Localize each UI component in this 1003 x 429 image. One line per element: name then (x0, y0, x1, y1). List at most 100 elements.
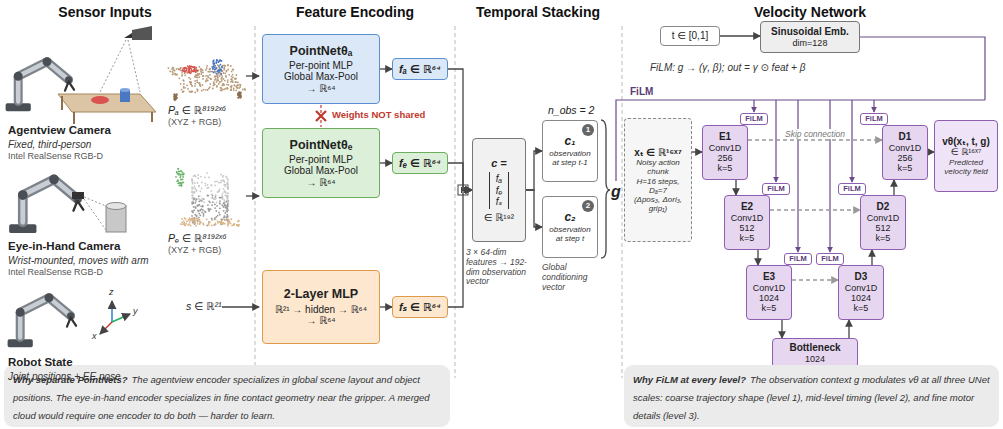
point-cloud-dot (180, 178, 182, 180)
point-cloud-dot (230, 81, 232, 83)
point-cloud-dot (205, 89, 207, 91)
point-cloud-dot (189, 66, 191, 68)
embedding-box: Sinusoidal Emb.dim=128 (760, 21, 860, 53)
point-cloud-dot (220, 68, 222, 70)
flow-arrow (448, 69, 472, 190)
stack-count: n_obs = 2 (548, 104, 594, 116)
point-cloud-dot (219, 59, 221, 61)
point-cloud-dot (201, 182, 203, 184)
point-cloud-dot (220, 174, 222, 176)
point-cloud-dot (230, 89, 232, 91)
point-cloud-dot (206, 67, 208, 69)
point-cloud-dot (213, 198, 215, 200)
point-cloud-dot (177, 173, 179, 175)
point-cloud-dot (203, 89, 205, 91)
point-cloud-dot (199, 84, 201, 86)
point-cloud-dot (190, 91, 192, 93)
node-text: c₂ (564, 211, 575, 225)
point-cloud-dot (192, 202, 194, 204)
point-cloud-dot (227, 198, 229, 200)
point-cloud-dot (177, 180, 179, 182)
point-cloud-dot (193, 206, 195, 208)
point-cloud-dot (198, 73, 200, 75)
point-cloud-dot (194, 187, 196, 189)
point-cloud-dot (221, 77, 223, 79)
point-cloud-dot (189, 221, 191, 223)
point-cloud-dot (209, 71, 211, 73)
point-cloud-dot (175, 97, 177, 99)
point-cloud-dot (194, 69, 196, 71)
point-cloud-dot (227, 203, 229, 205)
point-cloud-dot (176, 171, 178, 173)
point-cloud-dot (198, 82, 200, 84)
point-cloud-dot (183, 80, 185, 82)
point-cloud-dot (227, 69, 229, 71)
point-cloud-dot (215, 68, 217, 70)
point-cloud-dot (187, 72, 189, 74)
point-cloud-dot (199, 210, 201, 212)
point-cloud-dot (192, 219, 194, 221)
point-cloud-dot (240, 92, 242, 94)
point-cloud-dot (223, 69, 225, 71)
point-cloud-dot (238, 224, 240, 226)
node-text: fₐ ∈ ℝ⁶⁴ (399, 63, 441, 76)
point-cloud-dot (237, 97, 239, 99)
node-text: Sinusoidal Emb. (771, 26, 849, 38)
point-cloud-dot (216, 75, 218, 77)
node-text: vθ(xₜ, t, g) (942, 136, 990, 148)
point-cloud-dot (215, 222, 217, 224)
warning-note: Weights NOT shared (332, 110, 425, 121)
encoder-box: PointNetθₑPer-point MLPGlobal Max-Pool→ … (262, 128, 380, 198)
point-cloud-dot (239, 96, 241, 98)
point-cloud-dot (196, 190, 198, 192)
point-cloud-dot (192, 210, 194, 212)
node-text: 1024 (805, 354, 825, 364)
point-cloud-dot (227, 221, 229, 223)
flow-arrow (692, 151, 702, 152)
point-cloud-dot (223, 180, 225, 182)
point-cloud-dot (195, 188, 197, 190)
point-cloud-dot (238, 93, 240, 95)
point-cloud-dot (214, 204, 216, 206)
point-cloud-dot (239, 97, 241, 99)
point-cloud-dot (220, 69, 222, 71)
point-cloud-dot (227, 188, 229, 190)
node-text: c = (491, 157, 507, 170)
point-cloud-dot (216, 205, 218, 207)
point-cloud-dot (239, 95, 241, 97)
point-cloud-dot (234, 84, 236, 86)
point-cloud-dot (224, 212, 226, 214)
agentview-illustration (100, 40, 140, 92)
point-cloud-dot (198, 213, 200, 215)
point-cloud-dot (227, 65, 229, 67)
node-text: 1024 (851, 293, 871, 303)
point-cloud-dot (181, 74, 183, 76)
point-cloud-dot (230, 218, 232, 220)
point-cloud-dot (232, 69, 234, 71)
point-cloud-dot (176, 97, 178, 99)
point-cloud-dot (186, 85, 188, 87)
point-cloud-dot (196, 190, 198, 192)
node-text: FiLM (843, 185, 861, 194)
film-conditioning-lines (829, 100, 830, 252)
point-cloud-dot (210, 184, 212, 186)
point-cloud-dot (207, 208, 209, 210)
point-cloud-dot (187, 68, 189, 70)
point-cloud-dot (201, 198, 203, 200)
point-cloud-dot (227, 181, 229, 183)
point-cloud-dot (184, 67, 186, 69)
point-cloud-dot (195, 225, 197, 227)
point-cloud-dot (209, 68, 211, 70)
film-tag: FiLM (838, 183, 866, 195)
point-cloud-dot (214, 185, 216, 187)
point-cloud-dot (200, 73, 202, 75)
point-cloud-dot (178, 182, 180, 184)
point-cloud-dot (226, 88, 228, 90)
point-cloud-dot (207, 77, 209, 79)
point-cloud-dot (218, 190, 220, 192)
axis-label: x (92, 331, 97, 341)
point-cloud-dot (173, 73, 175, 75)
point-cloud-dot (236, 74, 238, 76)
point-cloud-dot (205, 185, 207, 187)
device-name: Intel RealSense RGB-D (8, 267, 103, 277)
